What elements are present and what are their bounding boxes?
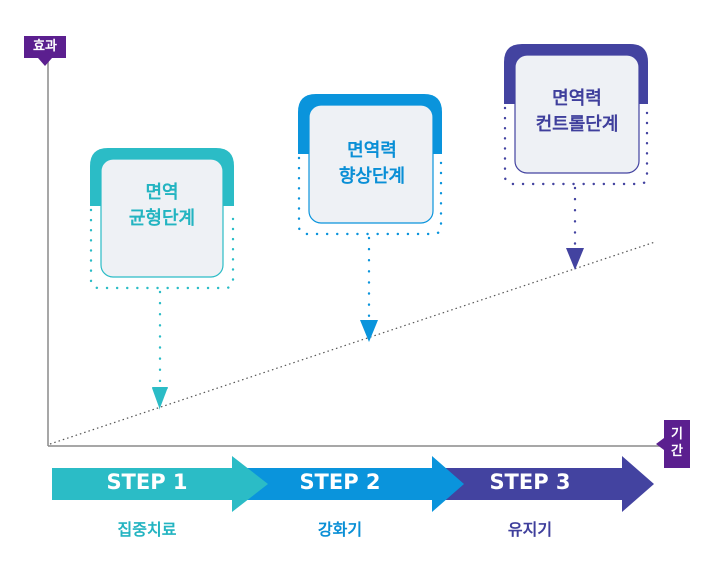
y-axis-label: 효과 [33, 39, 57, 54]
step-1-phase: 집중치료 [117, 520, 177, 539]
step-2-label: STEP 2 [299, 470, 381, 494]
step-3-label: STEP 3 [489, 470, 571, 494]
stage-3-title: 면역력 컨트롤단계 [513, 86, 641, 138]
stage-3-arrowhead [566, 248, 584, 270]
stage-box-3 [503, 44, 649, 270]
y-axis-label-tag [24, 36, 66, 66]
stage-box-1 [89, 148, 235, 410]
x-axis-label: 기 간 [664, 420, 690, 468]
x-axis-label-line2: 간 [671, 444, 683, 459]
stage-1-title-line1: 면역 [145, 182, 179, 203]
step-3-phase: 유지기 [507, 520, 553, 539]
step-2-arrow [238, 456, 464, 512]
stage-2-title-line2: 향상단계 [338, 166, 406, 187]
stage-3-title-line2: 컨트롤단계 [535, 114, 619, 135]
step-2-phase: 강화기 [317, 520, 363, 539]
stage-2-title: 면역력 향상단계 [308, 138, 436, 190]
step-1-arrow [52, 456, 268, 512]
stage-3-title-line1: 면역력 [552, 88, 602, 109]
step-3-arrow [432, 456, 654, 512]
x-axis-label-tag [656, 420, 690, 468]
stage-2-arrowhead [360, 320, 378, 342]
stage-1-title-line2: 균형단계 [128, 208, 196, 229]
step-1-label: STEP 1 [106, 470, 188, 494]
trend-line [49, 241, 656, 445]
stage-box-2 [297, 94, 443, 342]
x-axis-label-line1: 기 [671, 427, 683, 442]
stage-1-title: 면역 균형단계 [100, 180, 224, 232]
stage-2-title-line1: 면역력 [347, 140, 397, 161]
